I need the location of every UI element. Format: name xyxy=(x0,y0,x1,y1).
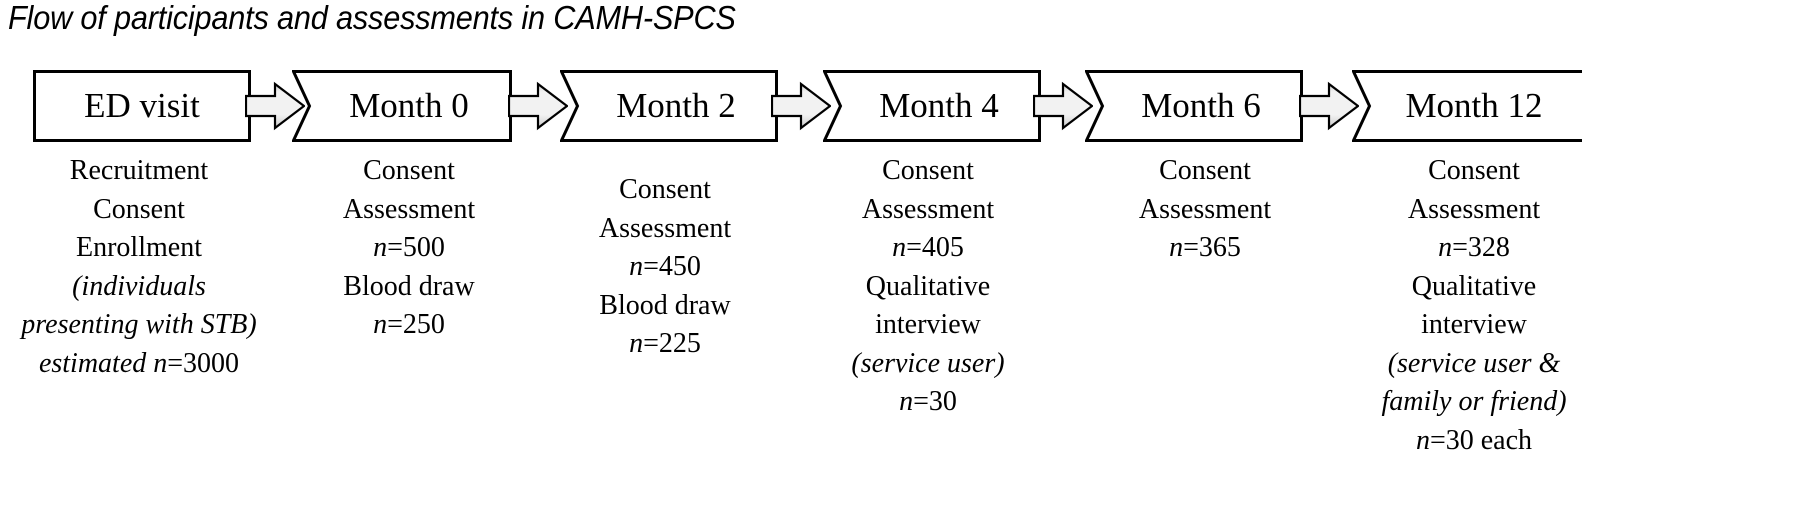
flow-arrow-icon-5 xyxy=(1299,70,1359,142)
detail-line: Qualitative xyxy=(865,270,991,302)
stage-box-ed-visit: ED visit xyxy=(33,70,251,142)
detail-line: Assessment xyxy=(1138,193,1272,225)
n-value: =225 xyxy=(643,328,701,359)
n-symbol: n xyxy=(1169,232,1184,263)
detail-line: Blood draw xyxy=(343,270,475,302)
detail-line: Assessment xyxy=(1407,193,1541,225)
detail-line: n=450 xyxy=(515,248,815,287)
n-value: =30 each xyxy=(1429,424,1533,456)
stage-box-month-2: Month 2 xyxy=(560,70,778,142)
flow-arrow-icon-2 xyxy=(508,70,568,142)
n-value: =365 xyxy=(1183,232,1241,263)
detail-line: Consent xyxy=(1159,155,1251,186)
detail-line: presenting with STB) xyxy=(21,309,257,340)
flow-arrow-icon-3 xyxy=(771,70,831,142)
detail-line: Consent xyxy=(93,193,185,225)
stage-box-month-4: Month 4 xyxy=(823,70,1041,142)
n-value: =405 xyxy=(906,232,964,263)
stage-box-month-0: Month 0 xyxy=(292,70,512,142)
stage-label-month-12: Month 12 xyxy=(1405,86,1543,125)
n-symbol: n xyxy=(1415,424,1430,456)
n-symbol: n xyxy=(1438,232,1453,263)
detail-line: Consent xyxy=(363,155,455,186)
n-symbol: n xyxy=(899,386,914,417)
stage-label-month-2: Month 2 xyxy=(616,86,736,125)
n-symbol: n xyxy=(373,309,388,340)
flow-arrow-icon-4 xyxy=(1033,70,1093,142)
n-symbol: n xyxy=(373,232,388,263)
n-symbol: n xyxy=(629,251,644,282)
detail-line: interview xyxy=(1421,309,1527,340)
n-symbol: n xyxy=(629,328,644,359)
detail-line: interview xyxy=(875,309,981,340)
flow-arrow-icon-1 xyxy=(245,70,305,142)
n-symbol: n xyxy=(153,347,168,379)
stage-label-month-4: Month 4 xyxy=(879,86,999,125)
figure-title: Flow of participants and assessments in … xyxy=(8,0,736,36)
detail-line: n=328 xyxy=(1324,229,1624,268)
detail-line: estimated n=3000 xyxy=(38,347,240,379)
n-value: =450 xyxy=(643,251,701,282)
detail-line: Consent xyxy=(882,155,974,186)
detail-line: n=30 each xyxy=(1324,422,1624,461)
detail-line: n=500 xyxy=(259,229,559,268)
stage-box-month-12: Month 12 xyxy=(1352,70,1582,142)
n-symbol: n xyxy=(892,232,907,263)
detail-line: Blood draw xyxy=(599,289,731,321)
detail-line: n=30 xyxy=(778,383,1078,422)
stage-box-month-6: Month 6 xyxy=(1085,70,1303,142)
detail-line: Recruitment xyxy=(69,155,209,186)
stage-box-row: ED visit Month 0 Month 2 Month 4 Month 6 Mont… xyxy=(0,70,1800,142)
detail-line: n=225 xyxy=(515,325,815,364)
n-value: =500 xyxy=(387,232,445,263)
n-value: =328 xyxy=(1452,232,1510,263)
stage-label-ed-visit: ED visit xyxy=(84,86,200,125)
n-value: =3000 xyxy=(167,347,240,379)
detail-line: Assessment xyxy=(598,212,732,244)
detail-line: n=405 xyxy=(778,229,1078,268)
detail-line: Assessment xyxy=(342,193,476,225)
detail-line: n=365 xyxy=(1055,229,1355,268)
n-value: =30 xyxy=(913,386,957,417)
detail-line: n=250 xyxy=(259,306,559,345)
detail-line: (individuals xyxy=(72,270,206,302)
detail-line: (service user & xyxy=(1387,347,1561,379)
stage-label-month-0: Month 0 xyxy=(349,86,469,125)
n-value: =250 xyxy=(387,309,445,340)
detail-line: Enrollment xyxy=(76,232,202,263)
detail-line: Assessment xyxy=(861,193,995,225)
detail-line: Qualitative xyxy=(1411,270,1537,302)
detail-line: family or friend) xyxy=(1381,386,1567,417)
stage-label-month-6: Month 6 xyxy=(1141,86,1261,125)
detail-line: (service user) xyxy=(851,347,1005,379)
detail-line: Consent xyxy=(619,174,711,205)
detail-line: Consent xyxy=(1428,155,1520,186)
